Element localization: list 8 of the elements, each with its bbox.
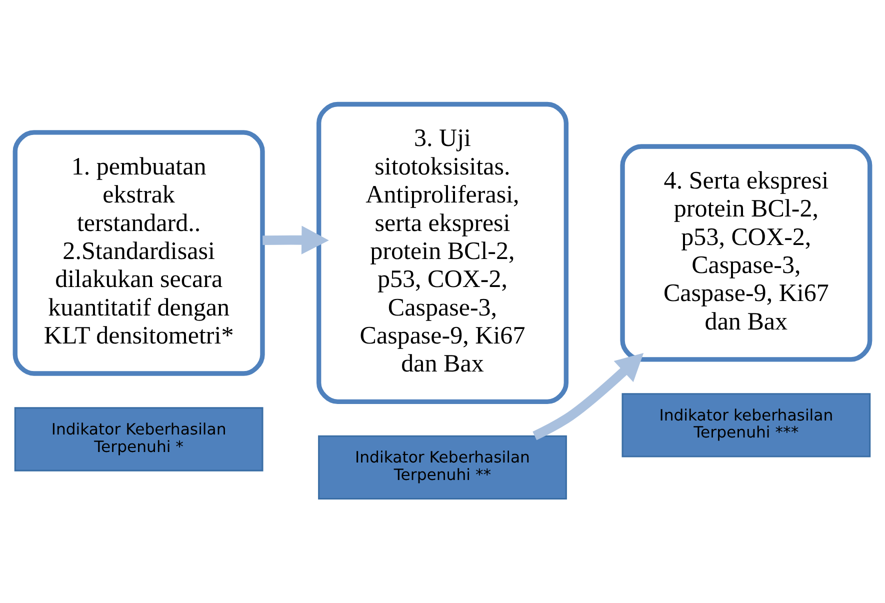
node-box: 1. pembuatan ekstrak terstandard.. 2.Standardisasi dilakukan secara kuantitatif dengan KLT densitometri* — [12, 130, 265, 376]
arrow — [532, 352, 644, 440]
node-box: 3. Uji sitotoksisitas. Antiproliferasi, serta ekspresi protein BCl-2, p53, COX-2, Caspase-3, Caspase-9, Ki67 dan Bax — [316, 102, 569, 404]
node-box: Indikator Keberhasilan Terpenuhi * — [14, 407, 264, 472]
arrow — [262, 226, 329, 254]
node-box: Indikator Keberhasilan Terpenuhi ** — [318, 435, 567, 500]
node-box: Indikator keberhasilan Terpenuhi *** — [622, 393, 871, 458]
node-box: 4. Serta ekspresi protein BCl-2, p53, COX-2, Caspase-3, Caspase-9, Ki67 dan Bax — [620, 144, 872, 362]
